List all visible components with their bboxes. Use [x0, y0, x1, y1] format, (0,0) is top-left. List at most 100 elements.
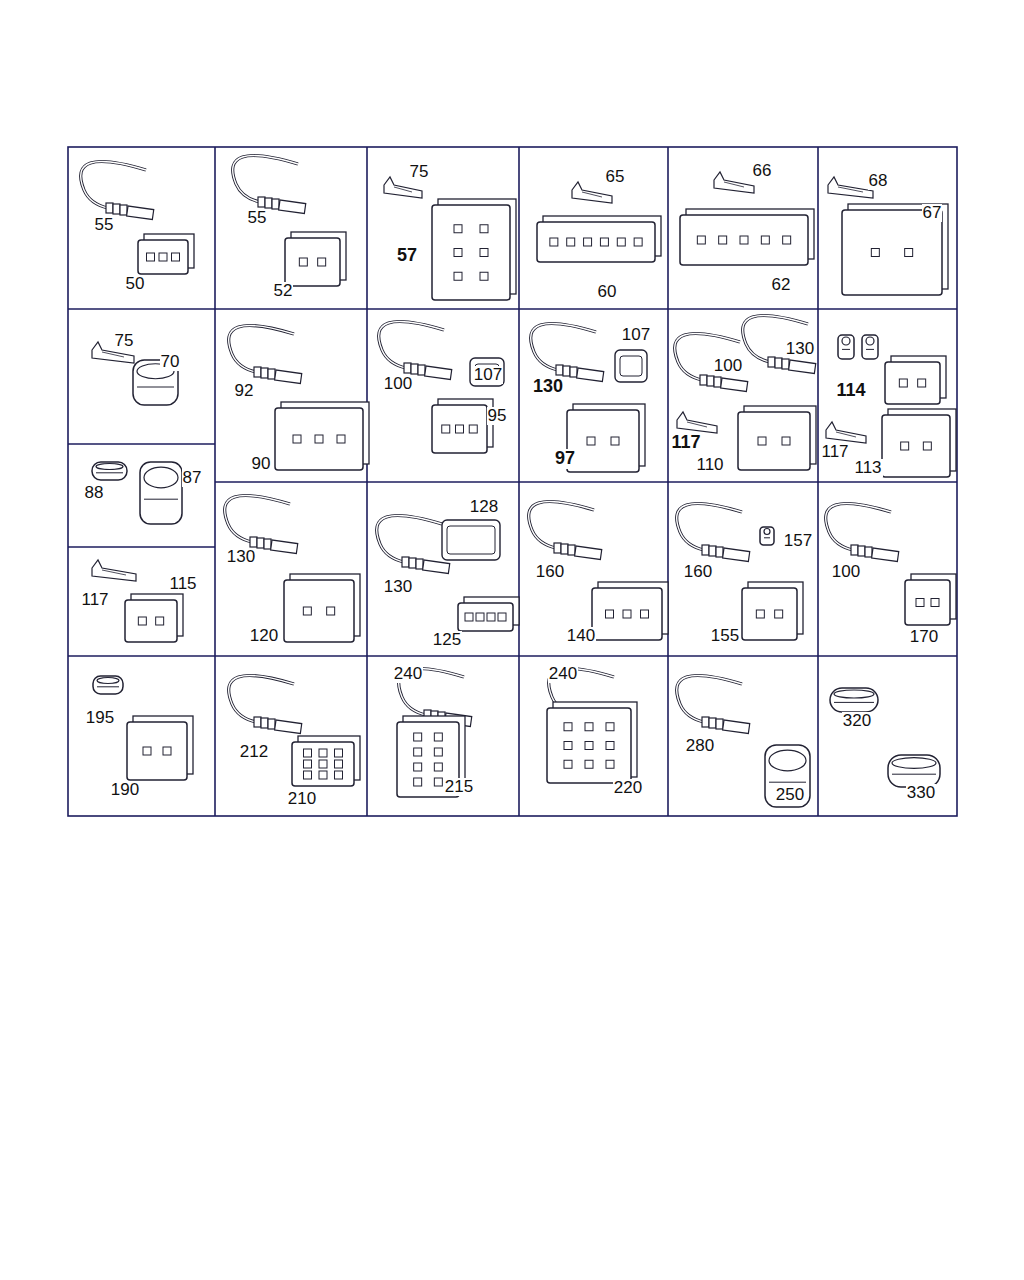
cover-cap: [615, 350, 647, 382]
callout-number: 117: [820, 443, 849, 462]
callout-number: 95: [487, 407, 508, 426]
callout-number: 50: [125, 275, 146, 294]
round-connector: [140, 462, 182, 524]
callout-number: 195: [85, 709, 115, 728]
wire-with-terminal: [529, 502, 602, 560]
callout-number: 130: [383, 578, 413, 597]
callout-number: 130: [532, 377, 564, 397]
callout-number: 125: [432, 631, 462, 650]
wire-with-terminal: [229, 676, 302, 734]
round-connector: [838, 335, 854, 359]
connector-housing: [885, 356, 946, 404]
connector-housing: [285, 232, 346, 286]
round-connector: [93, 676, 123, 694]
connector-housing: [842, 204, 948, 295]
callout-number: 62: [771, 276, 792, 295]
callout-number: 68: [868, 172, 889, 191]
terminal: [714, 172, 754, 193]
callout-number: 130: [226, 548, 256, 567]
callout-number: 75: [114, 332, 135, 351]
callout-number: 66: [752, 162, 773, 181]
connector-housing: [882, 409, 956, 477]
callout-number: 110: [695, 456, 724, 475]
cover-cap: [470, 358, 504, 386]
callout-number: 215: [444, 778, 474, 797]
callout-number: 160: [683, 563, 713, 582]
round-connector: [830, 688, 878, 712]
callout-number: 190: [110, 781, 140, 800]
callout-number: 240: [393, 665, 423, 684]
callout-number: 140: [566, 627, 596, 646]
callout-number: 55: [94, 216, 115, 235]
callout-number: 320: [842, 712, 872, 731]
callout-number: 130: [785, 340, 815, 359]
wire-with-terminal: [743, 316, 816, 374]
round-connector: [92, 462, 127, 480]
connector-housing: [742, 582, 803, 640]
terminal: [828, 177, 873, 198]
connector-housing: [432, 399, 493, 453]
grid-lines: [68, 147, 957, 816]
connector-housing: [127, 716, 193, 780]
wire-with-terminal: [379, 322, 452, 380]
callout-number: 60: [597, 283, 618, 302]
round-connector: [862, 335, 878, 359]
wire-with-terminal: [377, 516, 450, 574]
connector-housing: [738, 406, 816, 470]
wire-with-terminal: [677, 676, 750, 734]
wire-with-terminal: [81, 162, 154, 220]
connector-housing: [138, 234, 194, 274]
callout-number: 115: [168, 575, 197, 594]
callout-number: 155: [710, 627, 740, 646]
callout-number: 170: [909, 628, 939, 647]
round-connector: [888, 755, 940, 787]
connector-housing: [275, 402, 369, 470]
callout-number: 113: [853, 459, 882, 478]
callout-number: 92: [234, 382, 255, 401]
wire-with-terminal: [531, 324, 604, 382]
callout-number: 280: [685, 737, 715, 756]
callout-number: 128: [469, 498, 499, 517]
terminal: [826, 422, 866, 443]
callout-number: 52: [273, 282, 294, 301]
callout-number: 160: [535, 563, 565, 582]
callout-number: 240: [548, 665, 578, 684]
wire-with-terminal: [826, 504, 899, 562]
wire-with-terminal: [675, 334, 748, 392]
terminal: [92, 560, 136, 581]
callout-number: 87: [182, 469, 203, 488]
callout-number: 75: [409, 163, 430, 182]
connector-housing: [905, 574, 956, 625]
callout-number: 100: [831, 563, 861, 582]
callout-number: 65: [605, 168, 626, 187]
callout-number: 97: [554, 449, 576, 469]
cover-cap: [442, 520, 500, 560]
wire-with-terminal: [233, 156, 306, 214]
connector-housing: [432, 199, 516, 300]
wire-with-terminal: [229, 326, 302, 384]
callout-number: 90: [251, 455, 272, 474]
callout-number: 55: [247, 209, 268, 228]
connector-housing: [458, 597, 519, 631]
wire-with-terminal: [225, 496, 298, 554]
connector-housing: [284, 574, 360, 642]
callout-number: 220: [613, 779, 643, 798]
callout-number: 70: [160, 353, 181, 372]
callout-number: 114: [835, 381, 866, 401]
connector-housing: [592, 582, 668, 640]
round-connector: [765, 745, 810, 807]
callout-number: 120: [249, 627, 279, 646]
connector-housing: [537, 216, 661, 262]
connector-sketches: [81, 156, 956, 807]
terminal: [677, 412, 717, 433]
callout-number: 100: [713, 357, 743, 376]
callout-number: 210: [287, 790, 317, 809]
wire-with-terminal: [677, 504, 750, 562]
callout-number: 250: [775, 786, 805, 805]
callout-number: 212: [239, 743, 269, 762]
callout-number: 100: [383, 375, 413, 394]
connector-housing: [547, 702, 637, 783]
callout-number: 107: [473, 366, 503, 385]
callout-number: 117: [670, 433, 701, 453]
